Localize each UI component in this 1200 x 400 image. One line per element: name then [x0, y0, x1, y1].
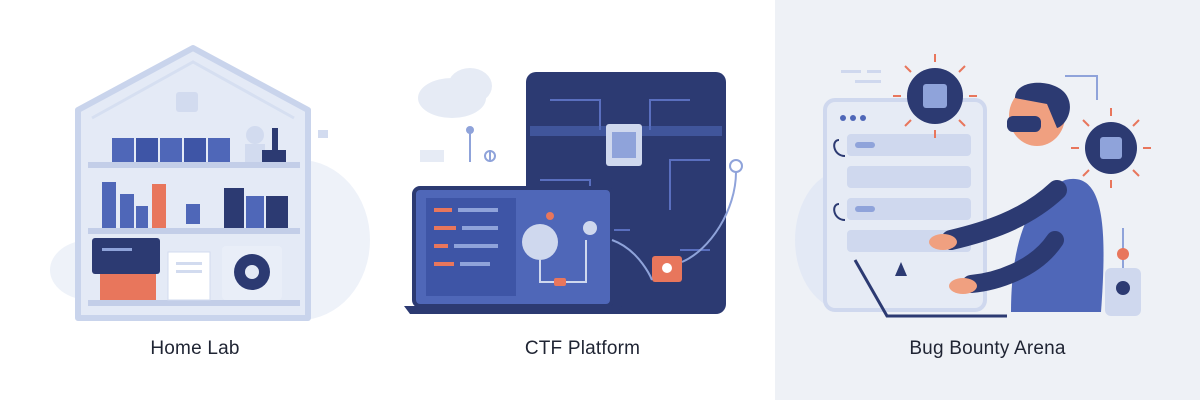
hacker-servers-virus-illustration — [795, 54, 1151, 318]
card-title: Bug Bounty Arena — [909, 338, 1066, 359]
virus-icon — [1071, 108, 1151, 188]
laptop-circuit-illustration — [404, 68, 743, 314]
card-title: Home Lab — [150, 338, 240, 359]
virus-icon — [893, 54, 977, 138]
card-ctf-platform[interactable]: CTF Platform — [390, 0, 775, 400]
card-home-lab[interactable]: Home Lab — [0, 0, 390, 400]
card-bug-bounty-arena[interactable]: Bug Bounty Arena — [775, 0, 1200, 400]
house-rack-illustration — [50, 45, 370, 321]
card-title: CTF Platform — [524, 338, 641, 359]
